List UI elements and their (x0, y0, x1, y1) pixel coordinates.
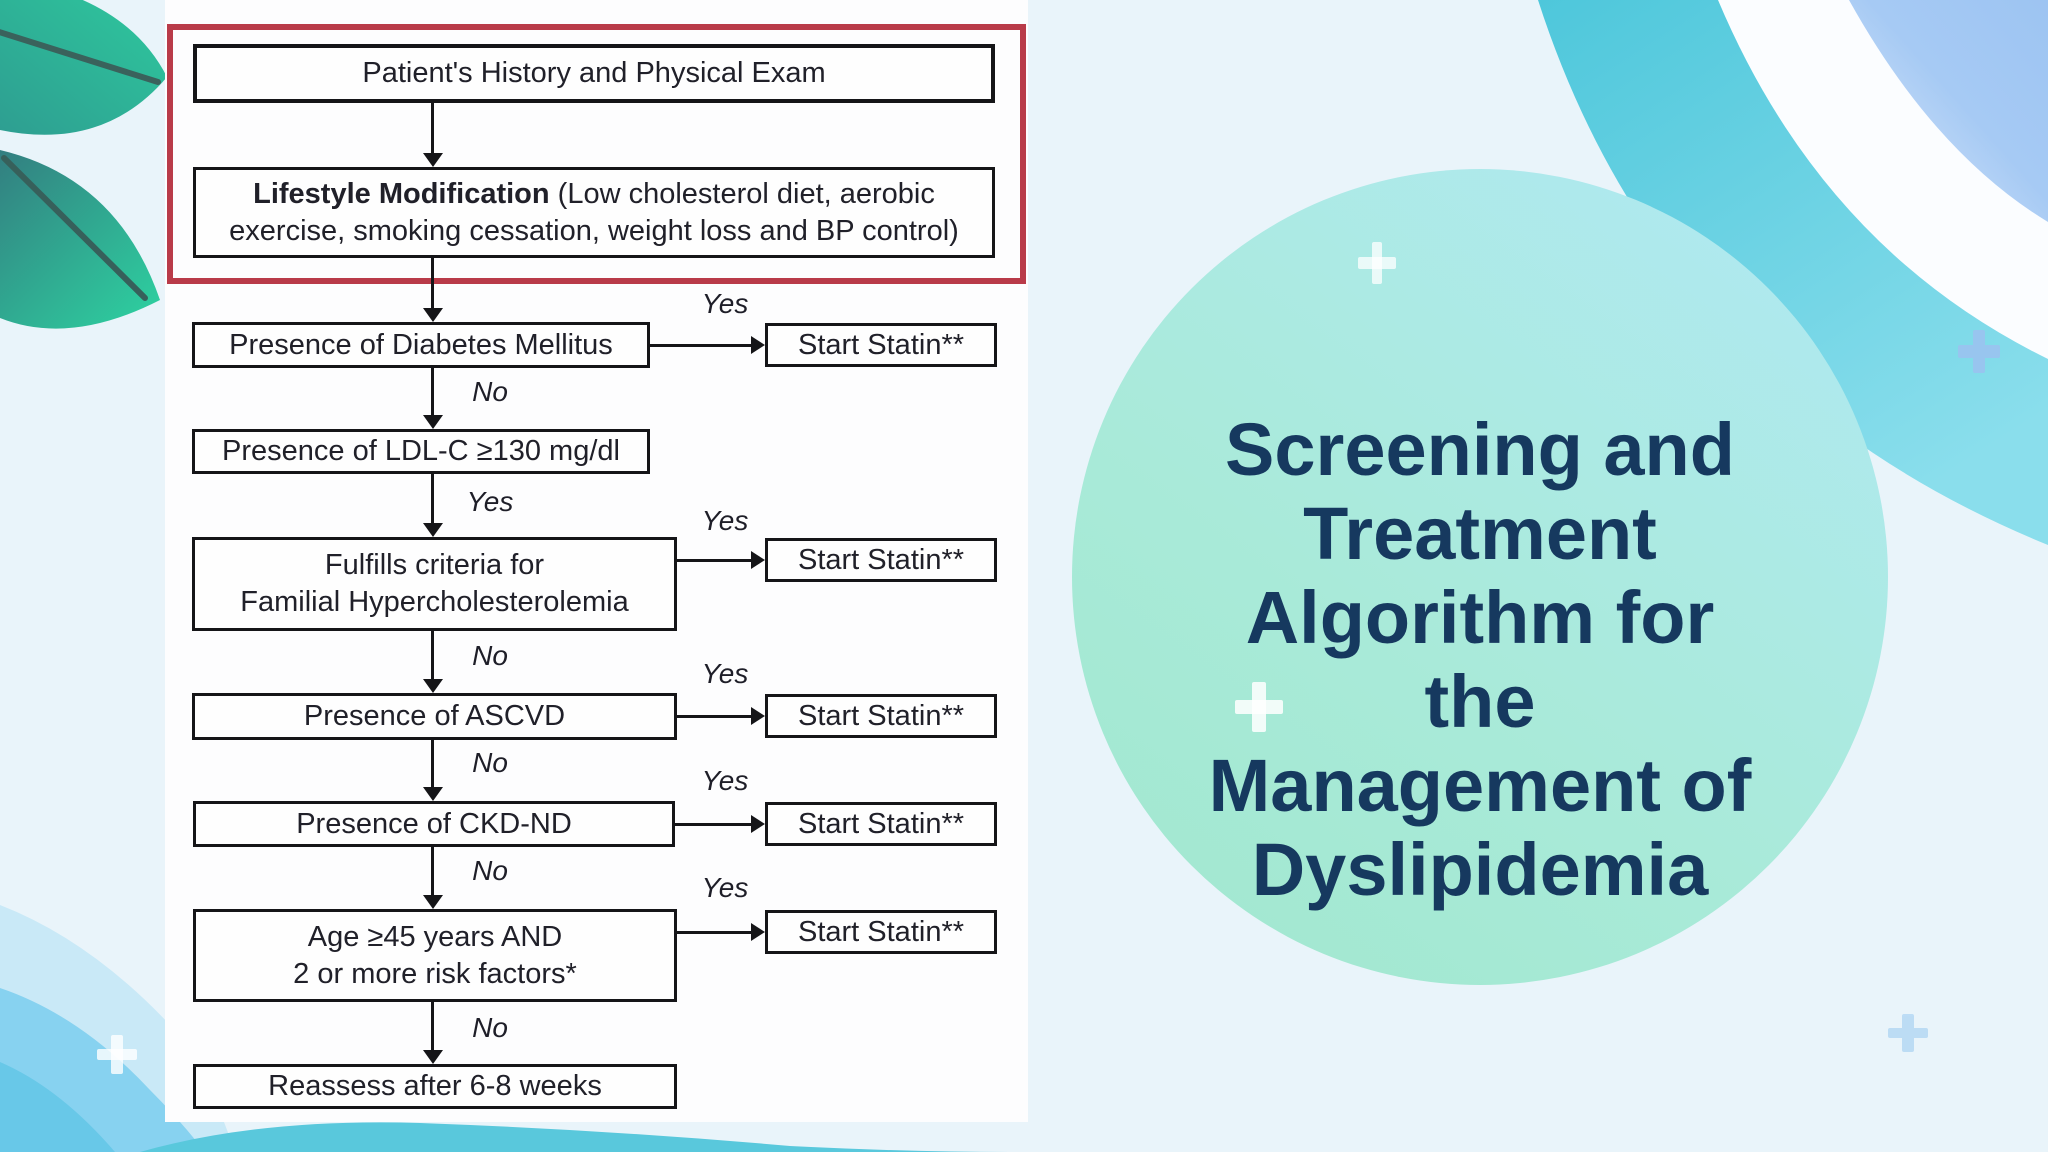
arrowhead-down-icon (423, 787, 443, 801)
arrow-right (677, 715, 751, 718)
label-no: No (472, 640, 508, 671)
corner-decoration (1538, 0, 2048, 545)
title-line: Management of (1208, 744, 1752, 827)
label-no: No (472, 747, 508, 778)
node-label: 2 or more risk factors* (293, 957, 577, 990)
arrowhead-right-icon (751, 923, 765, 941)
arrow-right (650, 344, 751, 347)
plus-icon (1958, 330, 2000, 373)
node-label: Fulfills criteria for (324, 549, 545, 581)
label-yes: Yes (701, 288, 749, 319)
flowchart-node-reassess: Reassess after 6-8 weeks (193, 1064, 677, 1109)
flowchart-node-age-risk: Age ≥45 years AND 2 or more risk factors… (193, 909, 677, 1002)
label-no: No (472, 855, 508, 886)
arrowhead-down-icon (423, 523, 443, 537)
node-label: Presence of ASCVD (303, 700, 566, 732)
arrowhead-right-icon (751, 707, 765, 725)
flowchart-node-lifestyle: Lifestyle Modification (Low cholesterol … (193, 167, 995, 258)
label-yes: Yes (701, 872, 749, 903)
flowchart-node-start-statin: Start Statin** (765, 802, 997, 846)
label-no: No (472, 1012, 508, 1043)
label-yes: Yes (466, 486, 514, 517)
arrow-down (431, 631, 434, 679)
node-label: Start Statin** (797, 328, 965, 361)
arrow-down (431, 1002, 434, 1050)
arrowhead-down-icon (423, 895, 443, 909)
flowchart-node-start-statin: Start Statin** (765, 538, 997, 582)
flowchart-node-ascvd: Presence of ASCVD (192, 693, 677, 740)
title-line: Screening and (1225, 408, 1735, 491)
node-label: Presence of Diabetes Mellitus (229, 328, 613, 361)
arrow-down (431, 474, 434, 523)
plus-icon (97, 1035, 137, 1074)
arrowhead-right-icon (751, 551, 765, 569)
arrowhead-right-icon (751, 815, 765, 833)
flowchart-node-start-statin: Start Statin** (765, 910, 997, 954)
arrow-right (675, 823, 751, 826)
node-label: Age ≥45 years AND (307, 920, 563, 953)
arrowhead-down-icon (423, 153, 443, 167)
node-label: Start Statin** (797, 699, 965, 732)
label-no: No (472, 376, 508, 407)
title-circle (1072, 169, 1888, 985)
node-label: Presence of LDL-C ≥130 mg/dl (222, 435, 620, 467)
arrowhead-down-icon (423, 308, 443, 322)
label-yes: Yes (701, 505, 749, 536)
plus-icon (1358, 242, 1396, 284)
arrow-down (431, 368, 434, 415)
flowchart-node-start-statin: Start Statin** (765, 694, 997, 738)
node-label: Lifestyle Modification (Low cholesterol … (229, 177, 959, 247)
node-label: Start Statin** (797, 543, 965, 576)
label-yes: Yes (701, 658, 749, 689)
node-label: Presence of CKD-ND (296, 807, 572, 840)
node-label: Start Statin** (797, 915, 965, 948)
arrowhead-down-icon (423, 415, 443, 429)
node-label: Start Statin** (797, 807, 965, 840)
flowchart-node-diabetes: Presence of Diabetes Mellitus (192, 322, 650, 368)
arrow-right (677, 559, 751, 562)
slide-title: Screening and Treatment Algorithm for th… (1072, 408, 1888, 912)
node-label: Familial Hypercholesterolemia (240, 586, 629, 618)
arrow-down (431, 847, 434, 895)
arrow-right (677, 931, 751, 934)
highlight-frame (167, 24, 1026, 284)
arrowhead-down-icon (423, 679, 443, 693)
arrow-down (431, 258, 434, 308)
label-yes: Yes (701, 765, 749, 796)
plus-icon (1888, 1014, 1928, 1052)
title-line: Algorithm for (1245, 576, 1715, 659)
flowchart-node-ckd: Presence of CKD-ND (193, 801, 675, 847)
flowchart-node-familial-hypercholesterolemia: Fulfills criteria for Familial Hyperchol… (192, 537, 677, 631)
arrowhead-down-icon (423, 1050, 443, 1064)
node-label: Patient's History and Physical Exam (362, 57, 826, 89)
title-line: Dyslipidemia (1251, 828, 1709, 911)
flowchart-node-history: Patient's History and Physical Exam (193, 44, 995, 103)
leaf-decoration (0, 0, 167, 329)
plus-icon (1235, 682, 1283, 732)
title-line: Treatment (1303, 492, 1657, 575)
node-label: Reassess after 6-8 weeks (268, 1070, 602, 1102)
arrow-down (431, 740, 434, 787)
arrow-down (431, 103, 434, 153)
arrowhead-right-icon (751, 336, 765, 354)
flowchart-node-start-statin: Start Statin** (765, 323, 997, 367)
title-line: the (1424, 660, 1536, 743)
flowchart-node-ldl: Presence of LDL-C ≥130 mg/dl (192, 429, 650, 474)
